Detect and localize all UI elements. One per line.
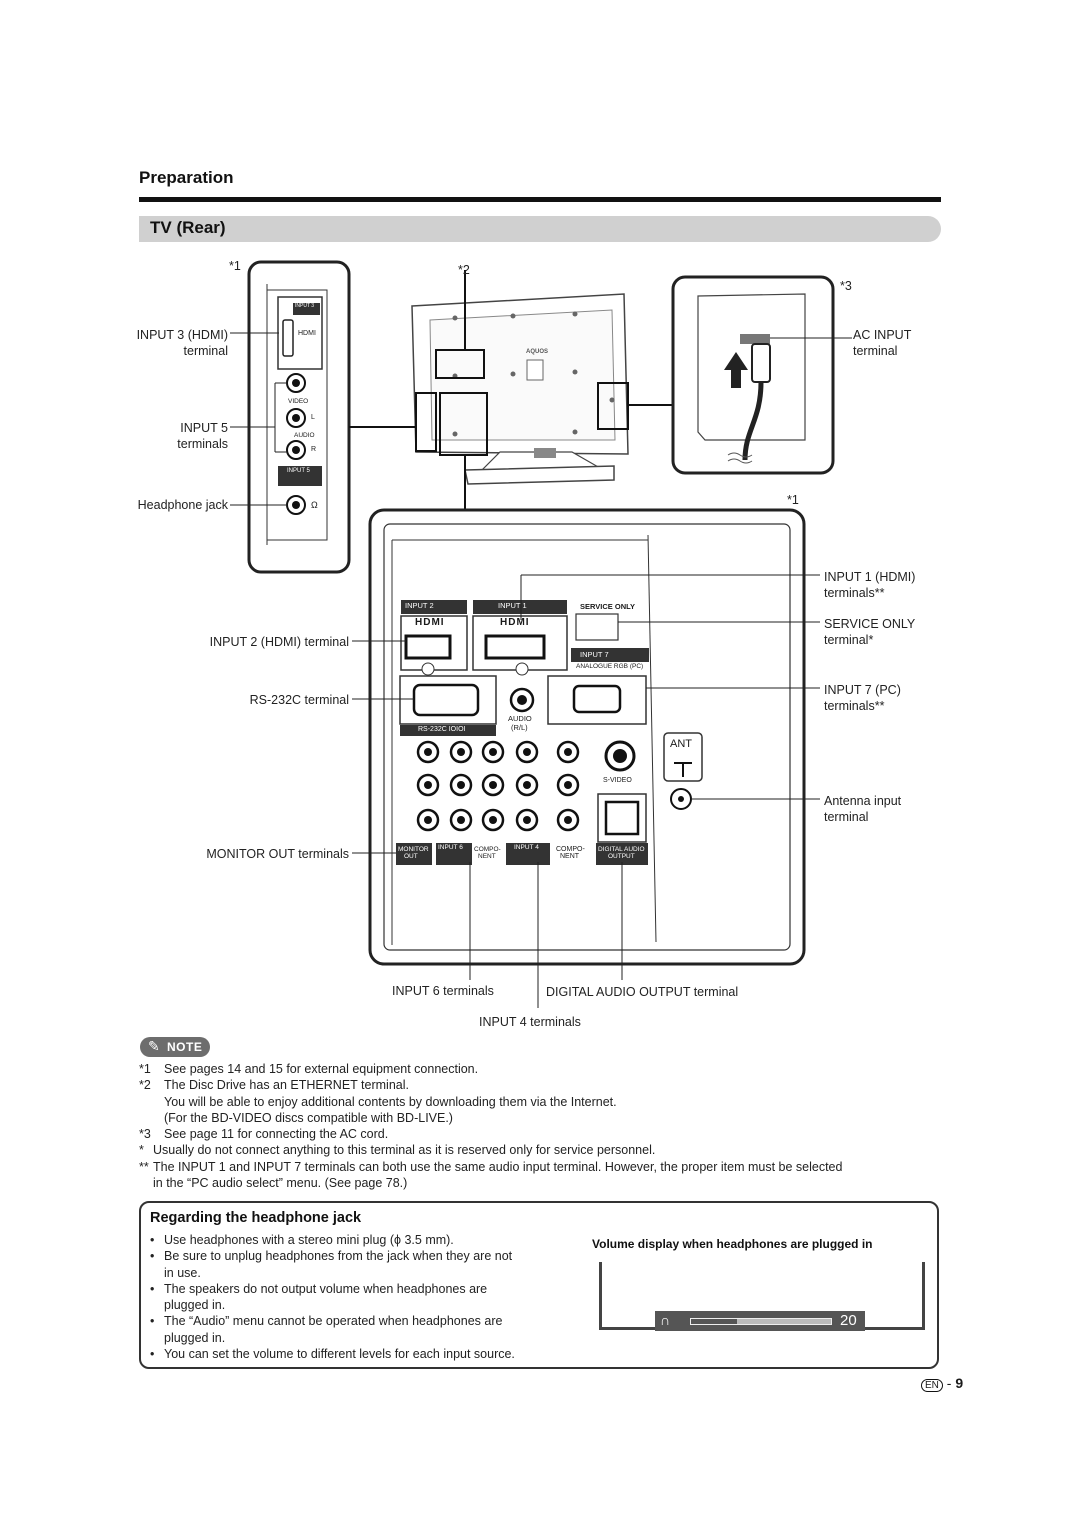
input3-hdmi-label: INPUT 3 (HDMI)terminal [136, 328, 228, 358]
bullet-item: •You can set the volume to different lev… [150, 1347, 515, 1362]
panel-hdmi-logo-1: HDMI [500, 617, 530, 628]
panel-ant-text: ANT [670, 738, 692, 750]
panel-audio-text: AUDIO [508, 714, 532, 723]
rs232c-label: RS-232C terminal [249, 693, 349, 707]
volume-caption: Volume display when headphones are plugg… [592, 1237, 873, 1251]
insert-arrow-icon [724, 352, 748, 388]
note-item: You will be able to enjoy additional con… [164, 1094, 617, 1109]
panel-compo-text-2: COMPO-NENT [556, 846, 585, 860]
headphone-bullets: •Use headphones with a stereo mini plug … [150, 1232, 570, 1362]
panel-rl-text: (R/L) [511, 723, 528, 732]
tv-stand [464, 465, 615, 485]
side-input5-tag: INPUT 5 [287, 468, 310, 474]
section-rule [139, 197, 941, 202]
panel-compo-text-1: COMPO-NENT [474, 846, 501, 860]
marker-2-tv: *2 [458, 263, 470, 277]
service-only-port [575, 613, 619, 641]
input1-hdmi-label: INPUT 1 (HDMI)terminals** [824, 570, 916, 600]
note-item: in the “PC audio select” menu. (See page… [153, 1176, 408, 1191]
rs232c-port [412, 683, 480, 717]
panel-hdmi-logo-2: HDMI [415, 617, 445, 628]
input1-hdmi-port [484, 634, 546, 660]
input4-label: INPUT 4 terminals [479, 1015, 581, 1029]
monitor-out-label: MONITOR OUT terminals [206, 847, 349, 861]
volume-value: 20 [840, 1312, 857, 1329]
headphone-title: Regarding the headphone jack [150, 1210, 362, 1226]
marker-1-side: *1 [229, 259, 241, 273]
side-input3-tag: INPUT 3 [295, 303, 315, 309]
panel-analogue-text: ANALOGUE RGB (PC) [576, 663, 644, 670]
note-item: (For the BD-VIDEO discs compatible with … [164, 1110, 453, 1125]
headphone-jack-label: Headphone jack [137, 498, 228, 512]
volume-track [690, 1318, 832, 1325]
note-item: *Usually do not connect anything to this… [139, 1143, 656, 1158]
digital-audio-label: DIGITAL AUDIO OUTPUT terminal [546, 985, 739, 999]
side-headphone-icon: Ω [311, 500, 318, 510]
panel-rs232c-text: RS-232C IOIOI [418, 726, 466, 733]
panel-svideo-text: S-VIDEO [603, 777, 632, 784]
panel-input6-text: INPUT 6 [438, 844, 463, 851]
note-item: **The INPUT 1 and INPUT 7 terminals can … [139, 1159, 843, 1174]
ant-box [663, 732, 703, 782]
ac-plug [751, 343, 771, 383]
input2-hdmi-label: INPUT 2 (HDMI) terminal [209, 635, 349, 649]
side-hdmi-tag: HDMI [298, 330, 316, 337]
input2-badge [401, 600, 467, 614]
volume-fill [691, 1319, 737, 1324]
subhead-title: TV (Rear) [150, 218, 226, 237]
input7-pc-label: INPUT 7 (PC)terminals** [824, 683, 901, 713]
side-audio-tag: AUDIO [294, 432, 315, 439]
bullet-item: •The speakers do not output volume when … [150, 1281, 488, 1313]
lang-badge: EN [921, 1379, 943, 1392]
bullet-item: •Be sure to unplug headphones from the j… [150, 1249, 513, 1280]
side-l-tag: L [311, 414, 315, 421]
note-badge: ✎ NOTE [140, 1037, 210, 1057]
headphone-box [139, 1201, 939, 1369]
panel-input1-text: INPUT 1 [498, 601, 527, 610]
pencil-icon: ✎ [148, 1038, 160, 1054]
panel-input2-text: INPUT 2 [405, 601, 434, 610]
input6-label: INPUT 6 terminals [392, 984, 494, 998]
input2-hdmi-port [404, 634, 452, 660]
input5-badge [278, 466, 322, 486]
bullet-item: •The “Audio” menu cannot be operated whe… [150, 1314, 503, 1345]
marker-1-rear: *1 [787, 493, 799, 507]
marker-3-ac: *3 [840, 279, 852, 293]
subhead-bar [139, 216, 941, 242]
panel-service-text: SERVICE ONLY [580, 602, 636, 611]
panel-input4-text: INPUT 4 [514, 844, 539, 851]
pc-rgb-port [572, 684, 622, 714]
side-video-tag: VIDEO [288, 398, 309, 405]
side-r-tag: R [311, 446, 317, 453]
input1-badge [473, 600, 567, 614]
tv-brand: AQUOS [526, 349, 549, 355]
page-number: EN - 9 [921, 1375, 963, 1392]
optical-output-port [604, 800, 640, 836]
headphone-icon: ∩ [660, 1312, 671, 1328]
panel-input7-text: INPUT 7 [580, 650, 609, 659]
bullet-item: •Use headphones with a stereo mini plug … [150, 1233, 454, 1247]
section-title: Preparation [139, 168, 234, 187]
